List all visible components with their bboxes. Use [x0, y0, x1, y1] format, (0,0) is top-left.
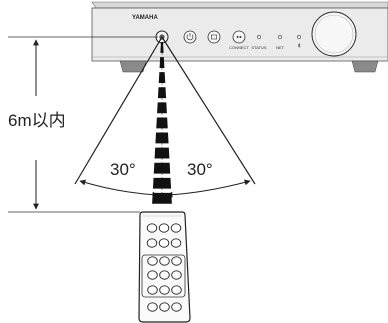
ir-beam-segment [157, 87, 167, 99]
remote-button [171, 270, 182, 280]
net-indicator [278, 35, 282, 39]
remote-button [170, 238, 182, 248]
left-angle-arc [79, 179, 159, 198]
ir-beam-segment [159, 57, 165, 68]
remote-button [159, 256, 170, 266]
power-icon [186, 34, 194, 41]
ir-beam-segment [154, 147, 170, 159]
reception-cone: 30° 30° [74, 36, 256, 200]
remote-button [171, 302, 182, 312]
ir-beam-segment [152, 177, 172, 189]
cone-right-edge [161, 36, 256, 185]
volume-knob[interactable] [311, 11, 357, 57]
right-angle-arc [166, 179, 251, 198]
left-foot [119, 60, 147, 73]
remote-button [146, 223, 158, 233]
remote-button [159, 285, 170, 295]
remote-button [170, 223, 182, 233]
remote-button [171, 256, 182, 266]
right-angle-label: 30° [187, 160, 213, 179]
remote-button [159, 270, 170, 280]
remote-button [147, 256, 158, 266]
ir-beam-segment [155, 132, 169, 144]
left-angle-label: 30° [110, 160, 136, 179]
power-button[interactable] [183, 30, 197, 44]
distance-dimension: 6m以内 [8, 36, 158, 213]
remote-button [147, 270, 158, 280]
ir-beam-segment [153, 162, 171, 174]
connect-button[interactable] [232, 30, 246, 44]
cone-left-edge [74, 36, 163, 185]
remote-button [158, 223, 170, 233]
remote-button [158, 238, 170, 248]
remote-button-grid [146, 223, 182, 312]
ir-beam-segment [152, 192, 172, 204]
remote-button [171, 285, 182, 295]
connect-icon [236, 36, 239, 38]
ir-signal-beam [152, 42, 172, 204]
right-foot [351, 60, 379, 73]
ir-beam-segment [158, 72, 166, 84]
remote-button-group [141, 254, 186, 298]
ir-beam-segment [156, 117, 168, 129]
input-icon [211, 34, 218, 40]
connect-label: CONNECT [229, 45, 249, 50]
network-player-device: YAMAHA CONNECT STATUS NET [91, 1, 388, 73]
remote-button [147, 285, 158, 295]
input-button[interactable] [207, 30, 221, 44]
ir-beam-segment [157, 102, 167, 114]
status-indicator [257, 35, 261, 39]
bluetooth-indicator [297, 35, 301, 39]
net-label: NET [276, 45, 285, 50]
distance-label: 6m以内 [8, 111, 66, 130]
remote-button [159, 302, 170, 312]
brand-logo: YAMAHA [132, 15, 158, 21]
bluetooth-icon [297, 42, 301, 48]
ir-beam-segment [160, 42, 164, 53]
remote-button [147, 302, 158, 312]
status-label: STATUS [251, 45, 267, 50]
remote-control [138, 211, 191, 323]
remote-button [146, 238, 158, 248]
